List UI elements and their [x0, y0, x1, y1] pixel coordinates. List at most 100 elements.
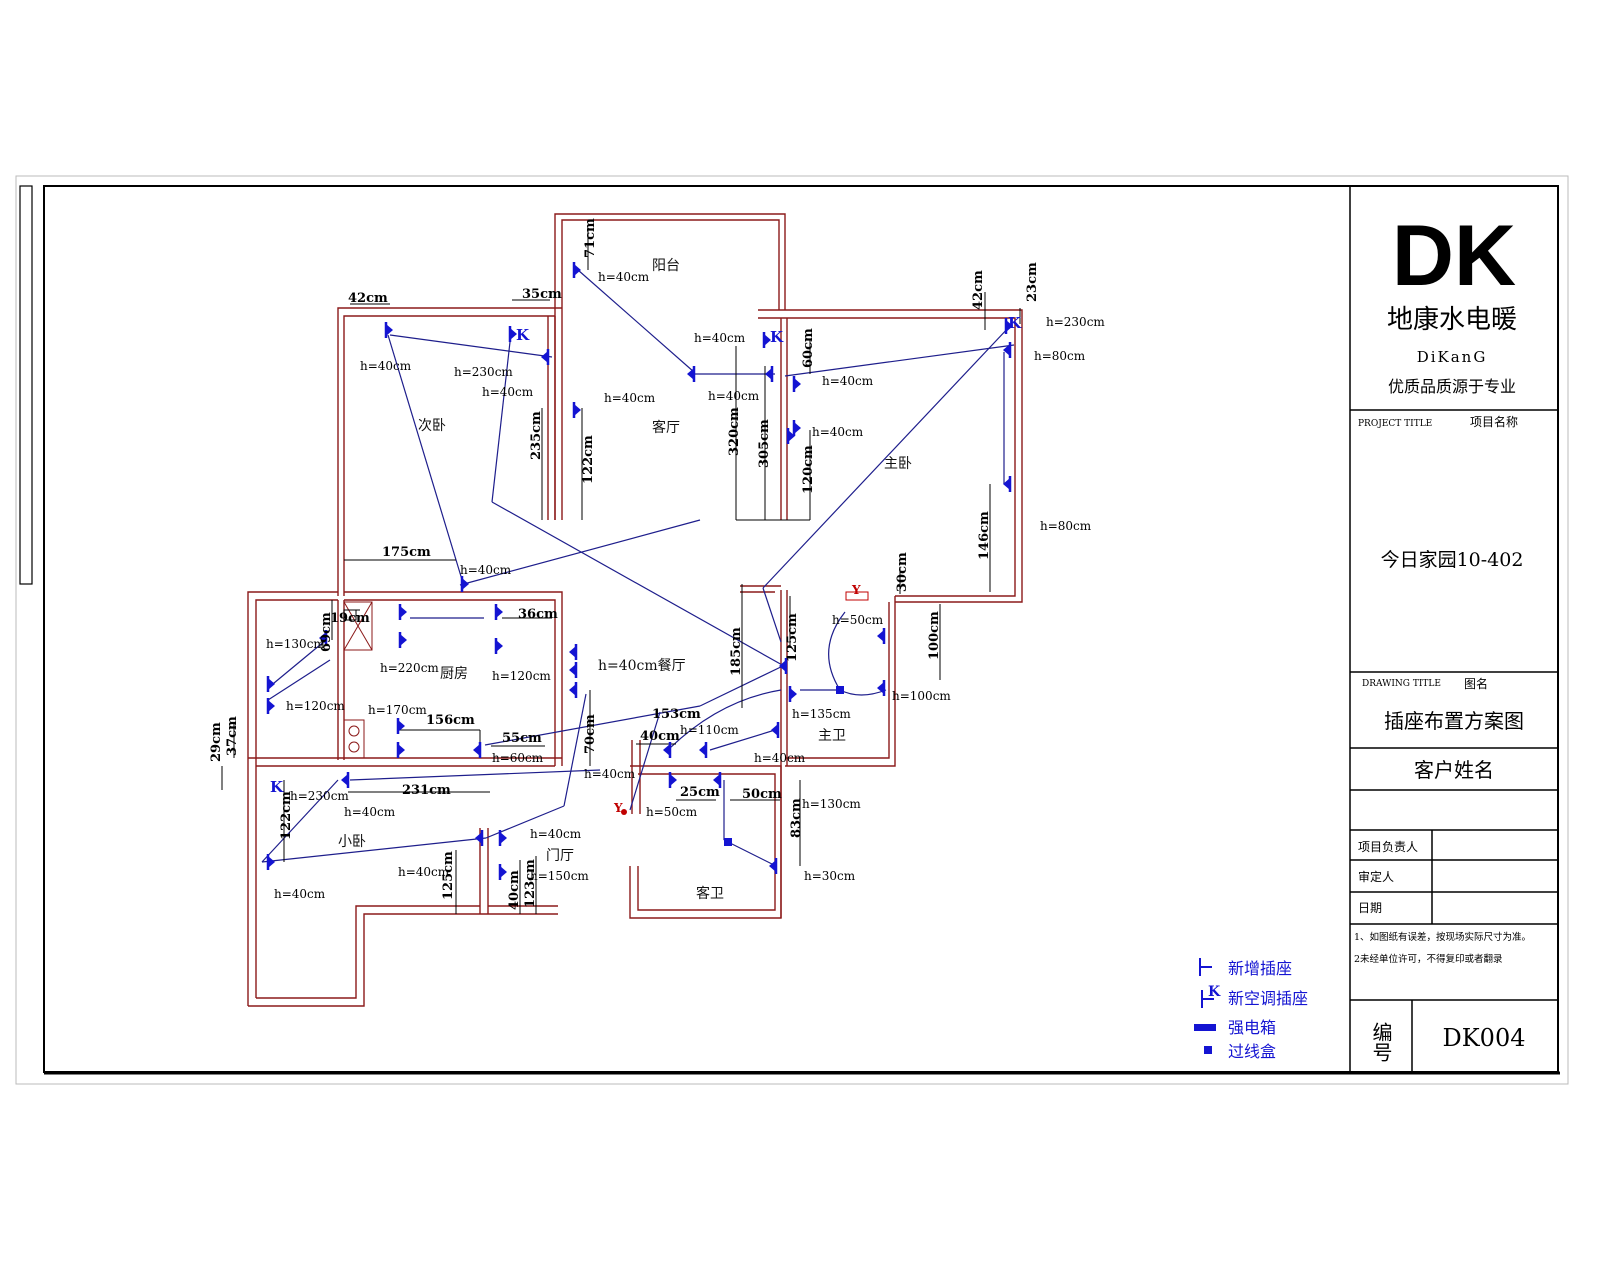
outlet-symbol	[771, 722, 780, 738]
y-marker-label: Y	[613, 801, 623, 815]
outlet-symbol	[398, 632, 407, 648]
outlet-symbol	[699, 742, 708, 758]
dimension-label: 235cm	[529, 411, 544, 460]
project-title-cn: 项目名称	[1470, 414, 1518, 429]
outlet-symbols	[266, 262, 1013, 880]
outlet-symbol	[765, 366, 774, 382]
drawing-border	[43, 185, 1559, 1073]
binding-strip	[19, 185, 33, 585]
title-block	[1349, 186, 1558, 1072]
outlet-symbol	[786, 428, 795, 444]
height-label: h=80cm	[1040, 519, 1092, 533]
legend-k-marker: K	[1208, 984, 1221, 1000]
height-label: h=130cm	[802, 797, 861, 811]
dimension-label: 40cm	[507, 870, 522, 910]
dimension-label: 125cm	[441, 851, 456, 900]
legend-distribution-box-symbol	[1194, 1024, 1216, 1031]
dimension-label: 36cm	[518, 607, 558, 622]
outlet-symbol	[541, 349, 550, 365]
legend-label-ac: 新空调插座	[1228, 989, 1308, 1008]
dimension-label: 19cm	[330, 611, 370, 626]
junction-box	[836, 686, 844, 694]
dimension-label: 29cm	[209, 722, 224, 762]
outlet-symbol	[663, 742, 672, 758]
outlet-symbol	[494, 638, 503, 654]
height-label: h=170cm	[368, 703, 427, 717]
dimension-label: 83cm	[789, 798, 804, 838]
note-2: 2未经单位许可，不得复印或者翻录	[1354, 953, 1503, 965]
outlet-symbol	[569, 644, 578, 660]
company-en: DiKanG	[1417, 348, 1488, 366]
height-label: h=40cm	[360, 359, 412, 373]
dimension-label: 175cm	[382, 545, 431, 560]
height-label: h=40cm	[598, 270, 650, 284]
manager-label: 项目负责人	[1358, 840, 1418, 854]
dimension-label: 122cm	[581, 435, 596, 484]
height-label: h=135cm	[792, 707, 851, 721]
outlet-symbol	[498, 830, 507, 846]
dimension-label: 320cm	[727, 407, 742, 456]
height-label: h=230cm	[454, 365, 513, 379]
room-dining: h=40cm餐厅	[598, 658, 686, 674]
height-labels: h=40cm h=40cm h=230cm h=40cm h=40cm h=40…	[266, 270, 1105, 901]
ac-outlet-marker: K	[770, 328, 784, 346]
outlet-symbol	[384, 322, 393, 338]
dimension-label: 146cm	[977, 511, 992, 560]
dimension-label: 42cm	[971, 270, 986, 310]
room-master-bath: 主卫	[818, 728, 846, 744]
height-label: h=220cm	[380, 661, 439, 675]
outlet-symbol	[475, 830, 484, 846]
height-label: h=40cm	[754, 751, 806, 765]
room-master-bed: 主卧	[884, 456, 912, 472]
drawing-title-label: DRAWING TITLE	[1362, 679, 1441, 689]
outlet-symbol	[668, 772, 677, 788]
legend-ac-outlet-symbol: K	[1201, 984, 1221, 1008]
dimension-label: 50cm	[742, 787, 782, 802]
outlet-symbol	[266, 854, 275, 870]
height-label: h=40cm	[812, 425, 864, 439]
outlet-symbol	[1004, 318, 1013, 334]
dimension-label: 156cm	[426, 713, 475, 728]
outlet-symbol	[266, 698, 275, 714]
note-1: 1、如图纸有误差，按现场实际尺寸为准。	[1354, 931, 1531, 943]
legend-outlet-symbol	[1199, 958, 1212, 976]
y-marker-label: Y	[851, 583, 861, 597]
height-label: h=110cm	[680, 723, 739, 737]
dimension-label: 40cm	[640, 729, 680, 744]
outlet-symbol	[779, 658, 788, 674]
height-label: h=30cm	[804, 869, 856, 883]
outlet-symbol	[398, 604, 407, 620]
ac-outlet-marker: K	[516, 326, 530, 344]
y-marker-box	[845, 591, 869, 601]
height-label: h=40cm	[604, 391, 656, 405]
company-logo: DK	[1392, 208, 1516, 304]
outlet-symbol	[396, 718, 405, 734]
outlet-symbol	[508, 326, 517, 342]
height-label: h=100cm	[892, 689, 951, 703]
legend: 新增插座 K 新空调插座 强电箱 过线盒	[1194, 958, 1308, 1061]
height-label: h=130cm	[266, 637, 325, 651]
dimension-label: 185cm	[729, 627, 744, 676]
outlet-symbol	[877, 628, 886, 644]
dimension-label: 120cm	[801, 445, 816, 494]
outlet-symbol	[877, 680, 886, 696]
dimension-label: 35cm	[522, 287, 562, 302]
outlet-symbol	[762, 332, 771, 348]
dimension-label: 69cm	[319, 612, 334, 652]
height-label: h=40cm	[822, 374, 874, 388]
dimension-label: 60cm	[801, 328, 816, 368]
outlet-symbol	[713, 772, 722, 788]
room-entry: 门厅	[546, 848, 574, 864]
height-label: h=40cm	[694, 331, 746, 345]
wiring-lines	[261, 269, 1015, 867]
height-label: h=40cm	[584, 767, 636, 781]
y-marker-dot	[621, 809, 627, 815]
height-label: h=80cm	[1034, 349, 1086, 363]
room-living: 客厅	[652, 419, 680, 436]
junction-boxes	[724, 686, 844, 846]
project-title-label: PROJECT TITLE	[1358, 419, 1432, 429]
outlet-symbol	[494, 604, 503, 620]
dimension-label: 30cm	[895, 552, 910, 592]
drawing-title-cn: 图名	[1464, 676, 1488, 691]
dimension-lines	[221, 228, 1021, 914]
